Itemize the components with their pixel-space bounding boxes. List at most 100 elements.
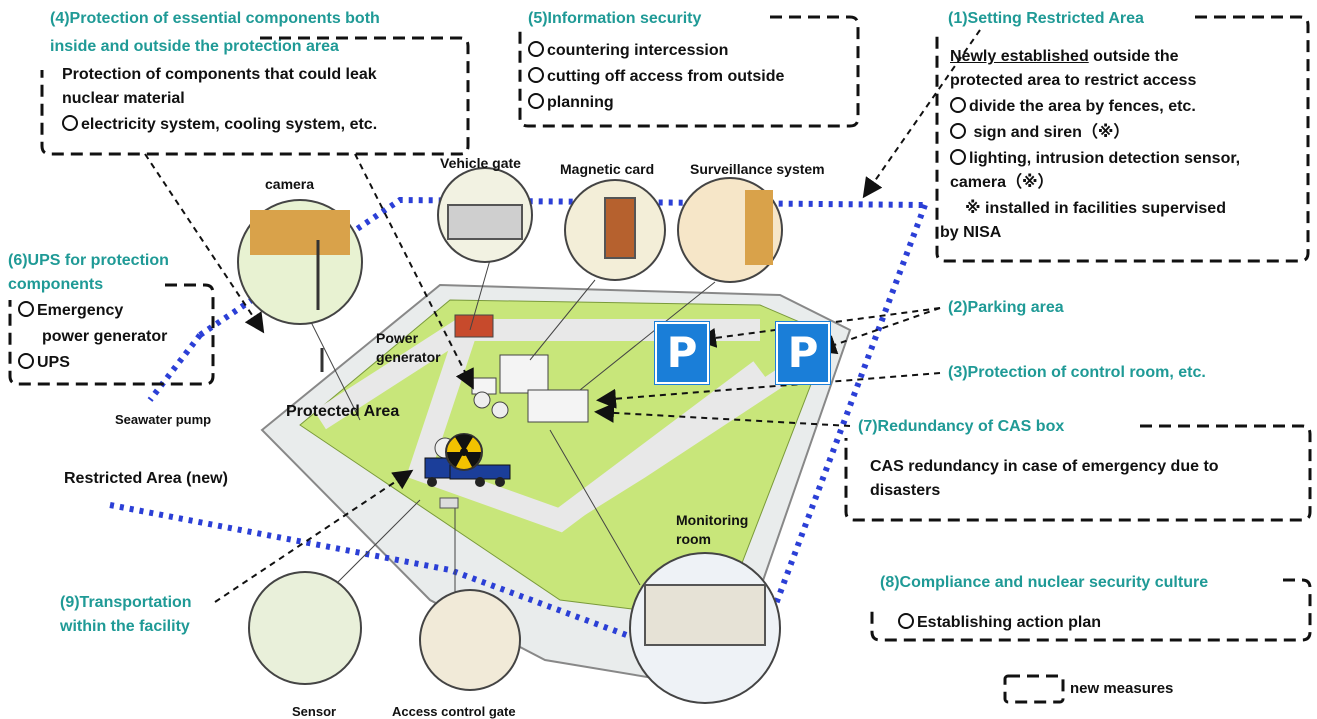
box5-item1-text: countering intercession — [547, 42, 729, 59]
box1-border — [935, 15, 1310, 263]
label-power-generator-line2: generator — [376, 349, 441, 365]
bullet-circle-icon — [950, 97, 966, 113]
box1-item3-text: lighting, intrusion detection sensor, — [969, 150, 1241, 167]
box7-border — [844, 424, 1312, 522]
box7-line1: CAS redundancy in case of emergency due … — [870, 458, 1219, 475]
box4-line1: Protection of components that could leak — [62, 66, 377, 83]
radiation-icon-blade — [455, 434, 473, 452]
label-surveillance: Surveillance system — [690, 161, 825, 177]
box1-item3b: camera（※） — [950, 174, 1054, 191]
box1-line2: protected area to restrict access — [950, 72, 1197, 89]
box6-item1b: power generator — [42, 328, 168, 345]
bullet-circle-icon — [898, 613, 914, 629]
bullet-circle-icon — [528, 41, 544, 57]
box1-note2: by NISA — [940, 224, 1002, 241]
box1-lead-underlined: Newly established — [950, 48, 1089, 65]
box5-title: (5)Information security — [528, 10, 702, 27]
box9-title-line1: (9)Transportation — [60, 594, 192, 611]
box6-item1-text: Emergency — [37, 302, 124, 319]
box3-title: (3)Protection of control room, etc. — [948, 364, 1206, 381]
site-road — [555, 337, 835, 528]
site-road — [406, 316, 767, 533]
building — [454, 314, 494, 338]
box1-item1-text: divide the area by fences, etc. — [969, 98, 1196, 115]
box5-item1: countering intercession — [528, 40, 728, 62]
box1-note1: ※ installed in facilities supervised — [965, 200, 1226, 217]
box1-lead-rest: outside the — [1088, 48, 1179, 65]
parking-sign: P — [776, 322, 830, 384]
legend-label: new measures — [1070, 680, 1174, 697]
tank — [491, 401, 509, 419]
truck-wheel — [427, 477, 437, 487]
box7-line2: disasters — [870, 482, 941, 499]
callout-vehicle-gate — [437, 167, 533, 331]
box8-item1: Establishing action plan — [898, 612, 1101, 634]
label-magnetic-card: Magnetic card — [560, 161, 655, 177]
box8-border — [870, 578, 1312, 642]
truck-wheel — [495, 477, 505, 487]
bullet-circle-icon — [528, 67, 544, 83]
box8-title: (8)Compliance and nuclear security cultu… — [880, 574, 1209, 591]
bullet-circle-icon — [18, 353, 34, 369]
callout-monitoring-room — [549, 429, 781, 704]
bullet-circle-icon — [62, 115, 78, 131]
bullet-circle-icon — [528, 93, 544, 109]
box6-item1: Emergency — [18, 300, 123, 322]
label-sensor: Sensor — [292, 704, 337, 719]
label-monitoring-line1: Monitoring — [676, 512, 749, 528]
box5-item2-text: cutting off access from outside — [547, 68, 785, 85]
box1-lead: Newly established outside the — [950, 46, 1179, 68]
box1-item2: sign and siren（※） — [950, 122, 1129, 144]
box6-title-line1: (6)UPS for protection — [8, 252, 169, 269]
radiation-icon-blade — [447, 452, 464, 467]
box6-border — [8, 283, 215, 386]
box6-item2-text: UPS — [37, 354, 70, 371]
box1-item1: divide the area by fences, etc. — [950, 96, 1196, 118]
box9-title-line2: within the facility — [60, 618, 190, 635]
box5-item3: planning — [528, 92, 614, 114]
box5-border — [518, 15, 860, 128]
label-access-gate: Access control gate — [392, 704, 516, 719]
box8-item1-text: Establishing action plan — [917, 614, 1102, 631]
leader-1 — [862, 29, 981, 199]
tank — [473, 391, 491, 409]
callout-camera — [237, 199, 363, 421]
box7-title: (7)Redundancy of CAS box — [858, 418, 1065, 435]
box1-item3: lighting, intrusion detection sensor, — [950, 148, 1240, 170]
leader-7 — [594, 402, 851, 427]
radiation-icon-blade — [464, 452, 481, 467]
box6-title-line2: components — [8, 276, 104, 293]
box4-title-line1: (4)Protection of essential components bo… — [50, 10, 380, 27]
bullet-circle-icon — [950, 123, 966, 139]
truck-wheel — [475, 477, 485, 487]
box4-title-line2: inside and outside the protection area — [50, 38, 339, 55]
label-seawater-pump: Seawater pump — [115, 412, 212, 427]
pump-small-building — [439, 497, 459, 509]
box4-border — [40, 36, 470, 156]
box1-item2-text: sign and siren（※） — [969, 124, 1130, 141]
callout-sensor — [248, 499, 421, 685]
leader-3 — [596, 372, 941, 409]
callout-magnetic-card — [529, 179, 666, 361]
bullet-circle-icon — [950, 149, 966, 165]
box2-title: (2)Parking area — [948, 299, 1064, 316]
box4-item1: electricity system, cooling system, etc. — [62, 114, 377, 136]
callout-surveillance — [579, 177, 783, 391]
box4-item1-text: electricity system, cooling system, etc. — [81, 116, 378, 133]
label-protected-area: Protected Area — [286, 403, 400, 420]
label-power-generator-line1: Power — [376, 330, 419, 346]
building-control-room — [527, 389, 589, 423]
truck-body — [424, 457, 452, 479]
label-vehicle-gate: Vehicle gate — [440, 155, 521, 171]
leader-4-camera — [144, 153, 265, 334]
building — [471, 377, 497, 395]
callout-access-gate — [419, 500, 521, 691]
box6-item2: UPS — [18, 352, 70, 374]
parking-sign: P — [655, 322, 709, 384]
label-restricted-area: Restricted Area (new) — [64, 470, 228, 487]
box5-item2: cutting off access from outside — [528, 66, 784, 88]
building — [499, 354, 549, 394]
box1-title: (1)Setting Restricted Area — [948, 10, 1144, 27]
label-camera: camera — [265, 176, 315, 192]
